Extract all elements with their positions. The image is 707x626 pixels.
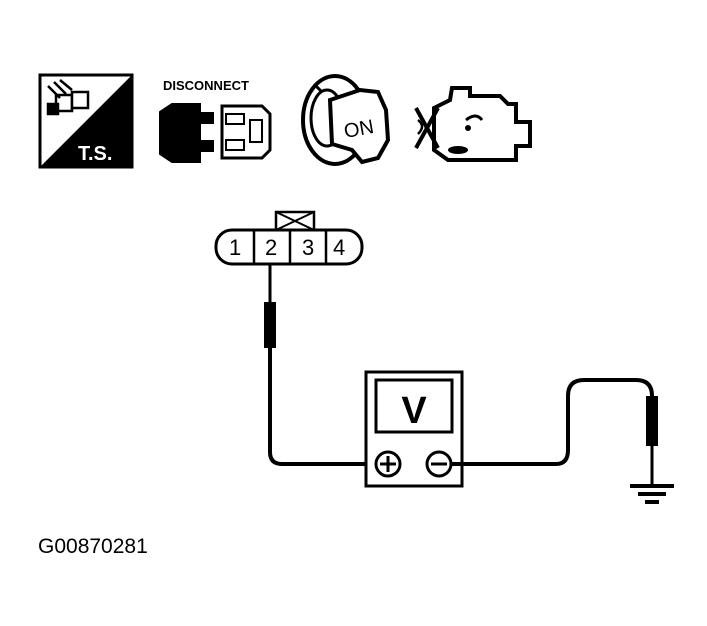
- positive-terminal-icon: [374, 450, 402, 478]
- connector-lock-tab: [274, 210, 316, 232]
- negative-probe-lead: [451, 378, 658, 484]
- positive-probe-lead: [264, 264, 378, 466]
- ignition-key-icon: ON: [301, 74, 391, 166]
- voltmeter-symbol: V: [401, 390, 427, 432]
- voltmeter: V: [364, 370, 464, 488]
- pin-4-label: 4: [333, 235, 345, 260]
- pin-3-label: 3: [302, 235, 314, 260]
- figure-code: G00870281: [38, 535, 148, 558]
- disconnect-icon: DISCONNECT: [159, 78, 272, 163]
- engine-stopped-icon: [414, 86, 532, 162]
- pin-1-label: 1: [229, 235, 241, 260]
- disconnect-label: DISCONNECT: [163, 78, 249, 93]
- harness-connector: 1 2 3 4: [214, 210, 364, 266]
- ts-label: T.S.: [78, 143, 112, 165]
- connector-sketch-icon: [46, 79, 90, 116]
- ignition-on-label: ON: [342, 116, 375, 143]
- trouble-shooting-icon: T.S.: [38, 73, 134, 169]
- pin-2-label: 2: [265, 235, 277, 260]
- ground-icon: [630, 484, 674, 504]
- negative-terminal-icon: [425, 450, 453, 478]
